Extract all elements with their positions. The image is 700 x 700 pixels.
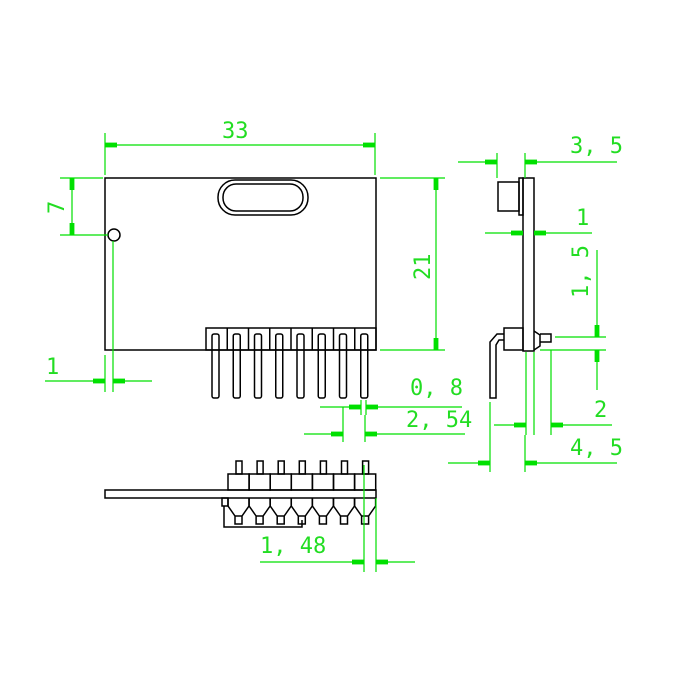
oval-slot-inner <box>222 183 304 212</box>
oval-slot-outer <box>217 179 309 216</box>
side-right-pin <box>533 330 552 351</box>
bottom-pin-lower <box>227 498 250 525</box>
dim-pin1-x: 1 <box>46 355 59 380</box>
front-pin <box>211 333 220 399</box>
bottom-pin-lower <box>269 498 292 525</box>
bottom-outline <box>223 506 303 528</box>
front-pin <box>275 333 284 399</box>
bottom-upper-cell <box>332 473 356 491</box>
bottom-pin-top <box>235 460 243 475</box>
front-dimensions: 33 7 21 1 0, 8 2, 54 <box>45 119 472 442</box>
side-connector <box>503 327 524 351</box>
side-dimensions: 3, 5 1 1, 5 2 4, 5 <box>448 134 623 472</box>
bottom-upper-cell <box>290 473 314 491</box>
side-board <box>522 177 535 352</box>
bottom-pin-top <box>340 460 349 475</box>
front-pin <box>338 333 348 399</box>
pin1-marker <box>107 228 121 242</box>
dim-pin-offset: 2 <box>594 398 607 423</box>
bottom-corner <box>221 497 229 507</box>
bottom-pin-top <box>298 460 307 475</box>
bottom-pin-top <box>361 460 370 475</box>
dim-width: 33 <box>222 119 249 144</box>
bottom-upper-cell <box>248 473 271 491</box>
side-bent-pin <box>489 333 504 399</box>
dim-pin1-offset: 7 <box>45 201 70 214</box>
bottom-upper-cell <box>311 473 335 491</box>
front-pin <box>296 333 305 399</box>
front-pins <box>211 328 369 399</box>
bottom-dimensions: 1, 48 <box>260 465 415 572</box>
dim-pin-width: 0, 8 <box>410 376 463 401</box>
dim-board-thickness: 1 <box>576 206 589 231</box>
bottom-pins <box>227 460 377 525</box>
front-pin <box>360 333 369 399</box>
dim-pin-height: 1, 5 <box>569 245 594 298</box>
bottom-upper-cell <box>227 473 250 491</box>
dim-bottom-pin-offset: 1, 48 <box>260 534 326 559</box>
bottom-pin-top <box>256 460 264 475</box>
bottom-board <box>104 489 377 499</box>
dim-height: 21 <box>411 254 436 281</box>
dim-depth: 3, 5 <box>570 134 623 159</box>
dim-total-depth: 4, 5 <box>570 436 623 461</box>
bottom-pin-lower <box>353 498 377 525</box>
front-pin <box>317 333 326 399</box>
bottom-pin-lower <box>332 498 356 525</box>
side-flange <box>518 177 524 216</box>
bottom-view <box>104 460 377 528</box>
side-view <box>489 177 552 399</box>
front-pin <box>232 333 241 399</box>
front-view <box>104 177 377 399</box>
bottom-pin-lower <box>311 498 335 525</box>
bottom-upper-cell <box>353 473 377 491</box>
bottom-pin-top <box>319 460 328 475</box>
bottom-pin-lower <box>248 498 271 525</box>
bottom-pin-top <box>277 460 285 475</box>
bottom-upper-cell <box>269 473 293 491</box>
module-body <box>104 177 377 351</box>
dim-pin-pitch: 2, 54 <box>406 408 472 433</box>
side-top-block <box>497 181 520 212</box>
front-pin <box>253 333 263 399</box>
